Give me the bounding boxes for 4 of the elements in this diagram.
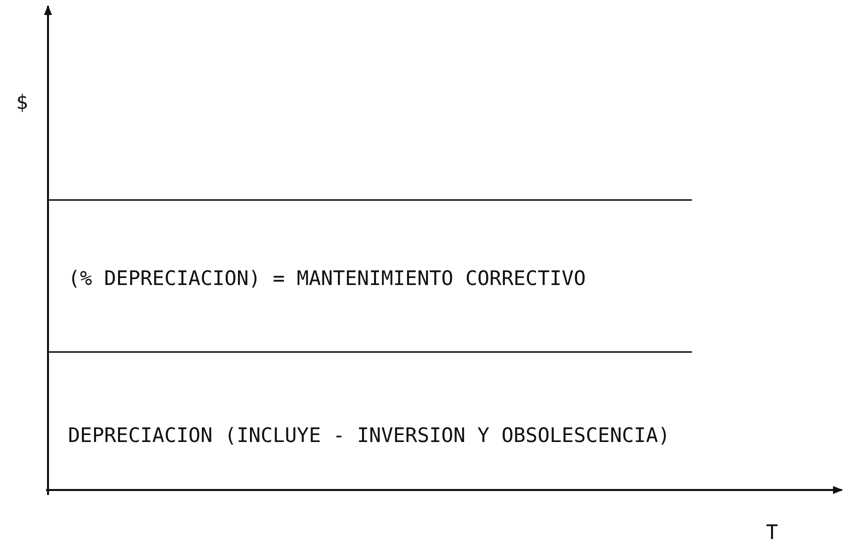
band-label: (% DEPRECIACION) = MANTENIMIENTO CORRECTIVO <box>68 268 586 288</box>
axis-label: T <box>766 522 778 542</box>
band-label: DEPRECIACION (INCLUYE - INVERSION Y OBSOLESCENCIA) <box>68 425 670 445</box>
axis-label: $ <box>16 92 28 112</box>
